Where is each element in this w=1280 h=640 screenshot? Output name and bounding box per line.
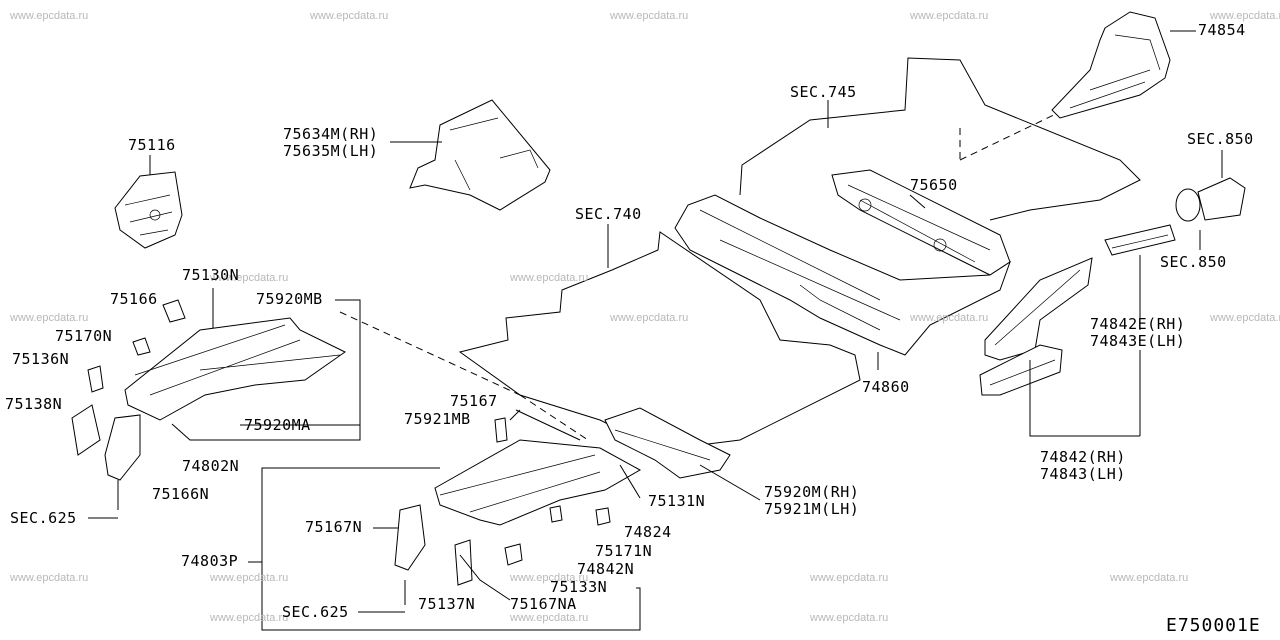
label-75136n: 75136N: [12, 350, 70, 368]
part-74842e: [1104, 224, 1176, 256]
watermark: www.epcdata.ru: [310, 10, 389, 22]
label-sec625-bottom: SEC.625: [282, 603, 349, 621]
label-75130n: 75130N: [182, 266, 240, 284]
label-75634m: 75634M(RH): [283, 125, 379, 143]
label-74824: 74824: [624, 523, 672, 541]
part-75137n: [454, 539, 473, 586]
part-74824: [595, 507, 611, 526]
watermark: www.epcdata.ru: [10, 312, 89, 324]
watermark: www.epcdata.ru: [810, 612, 889, 624]
label-sec850-bottom: SEC.850: [1160, 253, 1227, 271]
label-75167na: 75167NA: [510, 595, 577, 613]
label-75133n: 75133N: [550, 578, 608, 596]
part-75170n: [132, 337, 151, 356]
watermark: www.epcdata.ru: [610, 10, 689, 22]
label-74843e: 74843E(LH): [1090, 332, 1186, 350]
part-75138n: [71, 404, 101, 456]
part-75921mb: [494, 417, 508, 443]
label-75921m: 75921M(LH): [764, 500, 860, 518]
part-75166: [162, 299, 186, 323]
label-74803p: 74803P: [181, 552, 239, 570]
part-75116: [114, 171, 183, 249]
label-75137n: 75137N: [418, 595, 476, 613]
label-75170n: 75170N: [55, 327, 113, 345]
part-74842n: [504, 543, 523, 566]
label-sec850-top: SEC.850: [1187, 130, 1254, 148]
label-75171n: 75171N: [595, 542, 653, 560]
label-74843: 74843(LH): [1040, 465, 1126, 483]
watermark: www.epcdata.ru: [210, 612, 289, 624]
part-75920m: [604, 407, 731, 479]
watermark: www.epcdata.ru: [1110, 572, 1189, 584]
sec745-floor-outline: [739, 57, 1141, 221]
label-75167n: 75167N: [305, 518, 363, 536]
label-74854: 74854: [1198, 21, 1246, 39]
part-74860: [674, 194, 1011, 356]
label-74802n: 74802N: [182, 457, 240, 475]
label-75650: 75650: [910, 176, 958, 194]
watermark: www.epcdata.ru: [510, 572, 589, 584]
label-sec740: SEC.740: [575, 205, 642, 223]
label-sec745: SEC.745: [790, 83, 857, 101]
watermark: www.epcdata.ru: [910, 10, 989, 22]
label-75635m: 75635M(LH): [283, 142, 379, 160]
watermark: www.epcdata.ru: [510, 612, 589, 624]
label-74860: 74860: [862, 378, 910, 396]
part-75136n: [87, 365, 104, 393]
label-74842: 74842(RH): [1040, 448, 1126, 466]
watermark: www.epcdata.ru: [1210, 312, 1280, 324]
label-74842n: 74842N: [577, 560, 635, 578]
label-75921mb: 75921MB: [404, 410, 471, 428]
diagram-code: E750001E: [1166, 615, 1261, 636]
label-75131n: 75131N: [648, 492, 706, 510]
watermark: www.epcdata.ru: [10, 572, 89, 584]
label-75920ma: 75920MA: [244, 416, 311, 434]
label-74842e: 74842E(RH): [1090, 315, 1186, 333]
part-74854: [1051, 11, 1171, 119]
box-74803p: [261, 467, 641, 631]
dash-74854-to-floor: [959, 111, 1061, 161]
label-75920m: 75920M(RH): [764, 483, 860, 501]
label-75166n: 75166N: [152, 485, 210, 503]
watermark: www.epcdata.ru: [210, 572, 289, 584]
part-75634m: [409, 99, 551, 211]
watermark: www.epcdata.ru: [1210, 10, 1280, 22]
label-75920mb: 75920MB: [256, 290, 323, 308]
part-74802n: [124, 317, 346, 421]
watermark: www.epcdata.ru: [910, 312, 989, 324]
watermark: www.epcdata.ru: [10, 10, 89, 22]
part-74803p-rail: [434, 439, 642, 526]
label-75138n: 75138N: [5, 395, 63, 413]
label-75166: 75166: [110, 290, 158, 308]
watermark: www.epcdata.ru: [510, 272, 589, 284]
watermark: www.epcdata.ru: [810, 572, 889, 584]
part-74842: [979, 257, 1093, 396]
label-75167: 75167: [450, 392, 498, 410]
part-75171n: [549, 505, 563, 523]
watermark: www.epcdata.ru: [210, 272, 289, 284]
part-sec850-grommet: [1175, 177, 1246, 222]
label-sec625-left: SEC.625: [10, 509, 77, 527]
part-75166n: [104, 414, 141, 481]
watermark: www.epcdata.ru: [610, 312, 689, 324]
label-75116: 75116: [128, 136, 176, 154]
part-75167n: [394, 504, 426, 571]
